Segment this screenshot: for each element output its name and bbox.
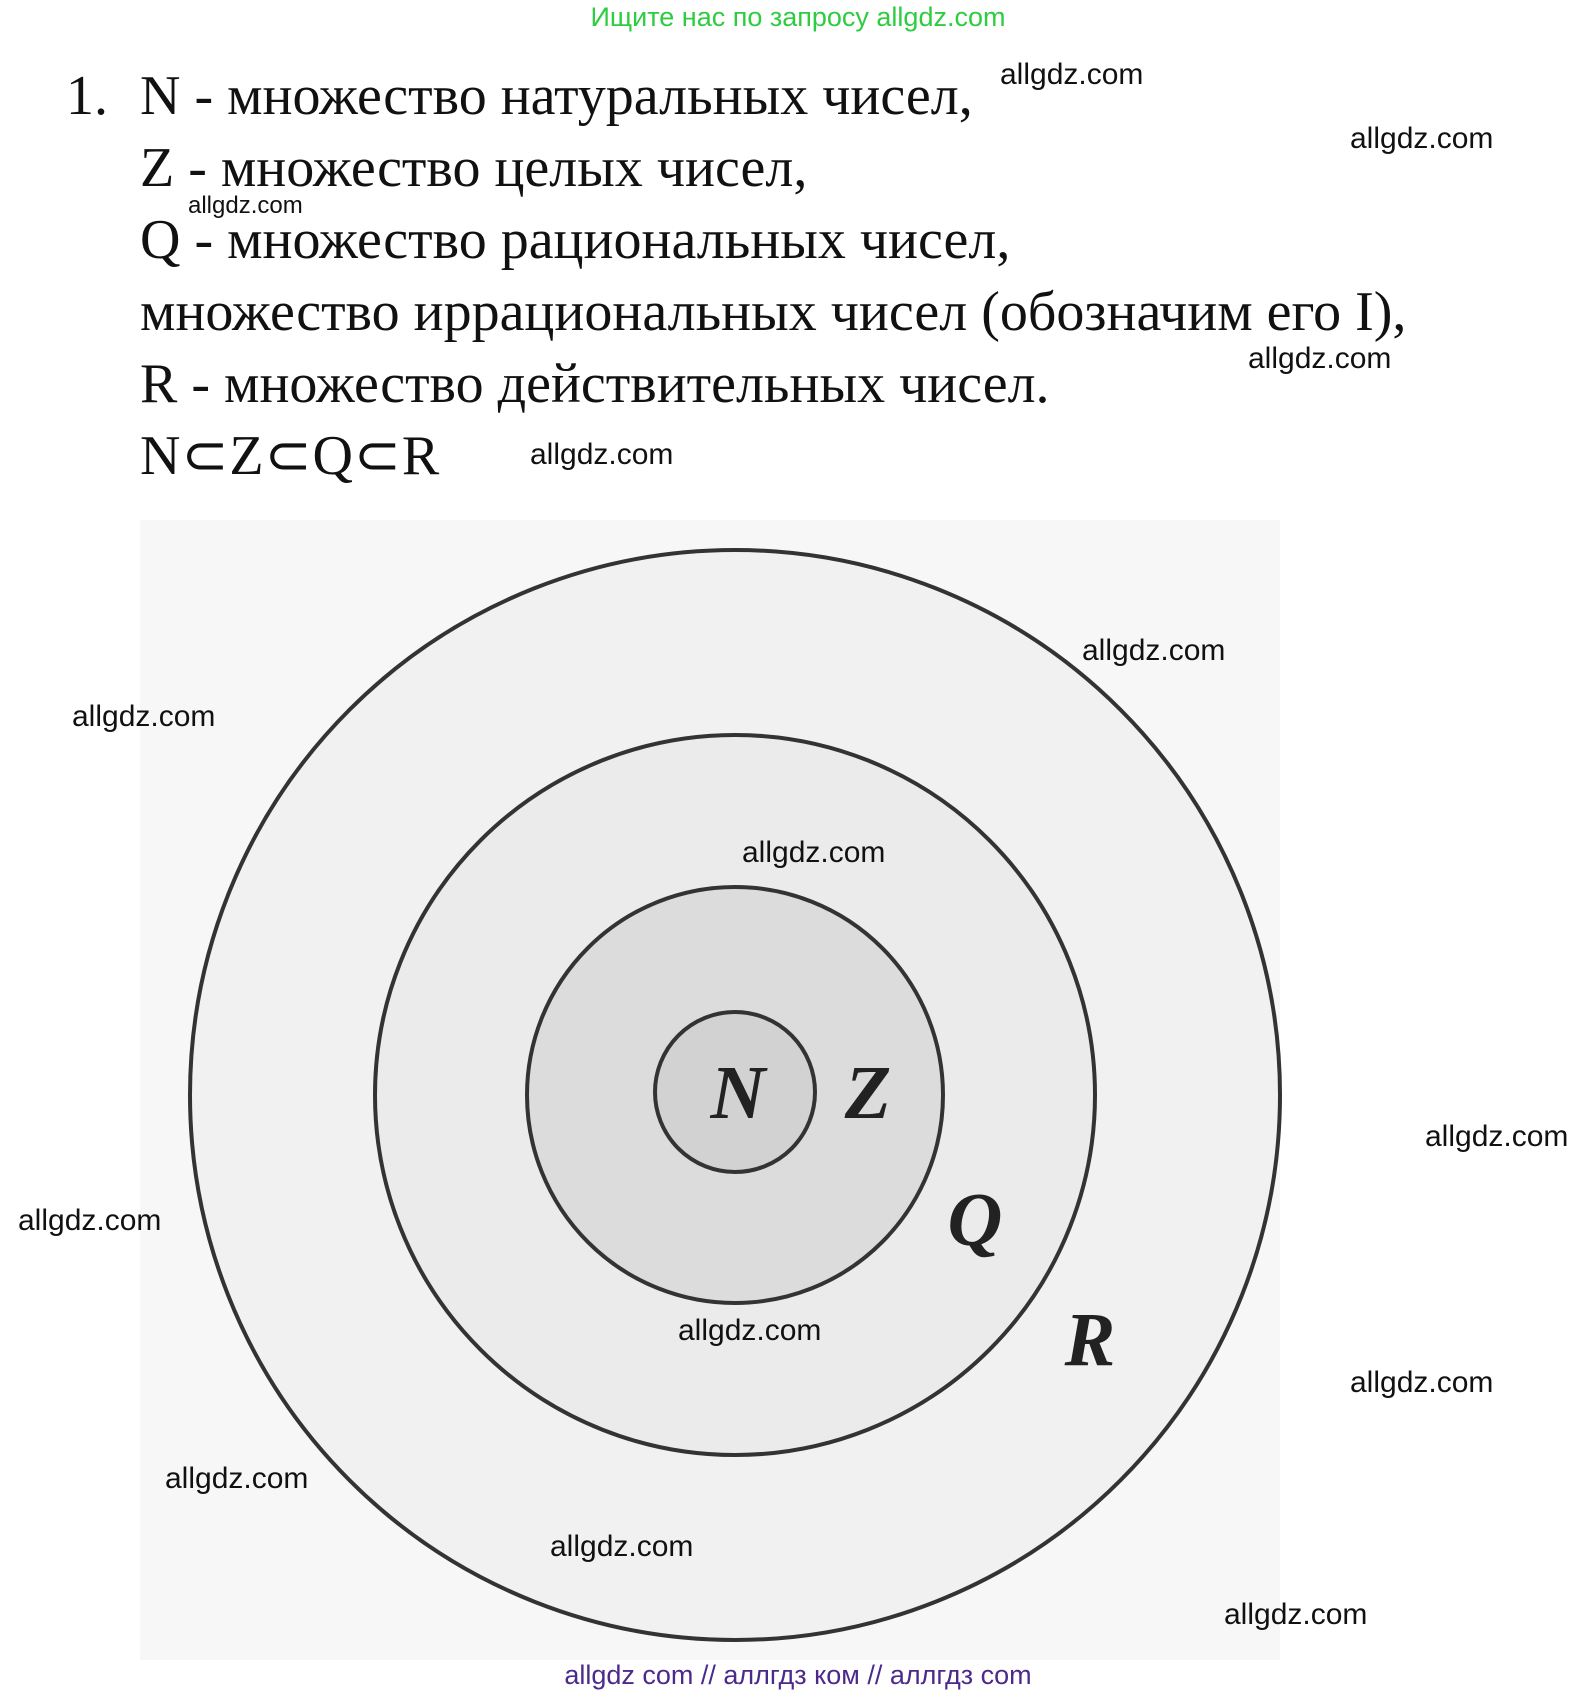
definition-irrational: множество иррациональных чисел (обозначи…	[140, 281, 1407, 343]
watermark: allgdz.com	[530, 438, 674, 471]
watermark: allgdz.com	[550, 1530, 694, 1563]
label-n: N	[710, 1051, 769, 1135]
watermark: allgdz.com	[1000, 58, 1144, 91]
definition-natural: N - множество натуральных чисел,	[140, 65, 973, 127]
watermark: allgdz.com	[1248, 342, 1392, 375]
watermark: allgdz.com	[165, 1462, 309, 1495]
top-banner: Ищите нас по запросу allgdz.com	[590, 2, 1006, 32]
definitions-block: N - множество натуральных чисел, Z - мно…	[140, 60, 1406, 492]
watermark: allgdz.com	[72, 700, 216, 733]
watermark: allgdz.com	[188, 192, 303, 219]
watermark: allgdz.com	[1350, 122, 1494, 155]
footer-watermark: allgdz com // аллгдз ком // аллгдз com	[564, 1660, 1032, 1690]
watermark: allgdz.com	[742, 836, 886, 869]
definition-rational: Q - множество рациональных чисел,	[140, 209, 1011, 271]
watermark: allgdz.com	[18, 1204, 162, 1237]
label-q: Q	[948, 1178, 1003, 1262]
definition-real: R - множество действительных чисел.	[140, 353, 1050, 415]
label-r: R	[1064, 1298, 1116, 1382]
item-number: 1.	[66, 65, 108, 127]
circle-n	[653, 1010, 817, 1174]
definition-integer: Z - множество целых чисел,	[140, 137, 808, 199]
watermark: allgdz.com	[1082, 634, 1226, 667]
subset-chain: N⊂Z⊂Q⊂R	[140, 425, 441, 487]
watermark: allgdz.com	[1350, 1366, 1494, 1399]
watermark: allgdz.com	[678, 1314, 822, 1347]
watermark: allgdz.com	[1224, 1598, 1368, 1631]
label-z: Z	[844, 1051, 891, 1135]
watermark: allgdz.com	[1425, 1120, 1569, 1153]
